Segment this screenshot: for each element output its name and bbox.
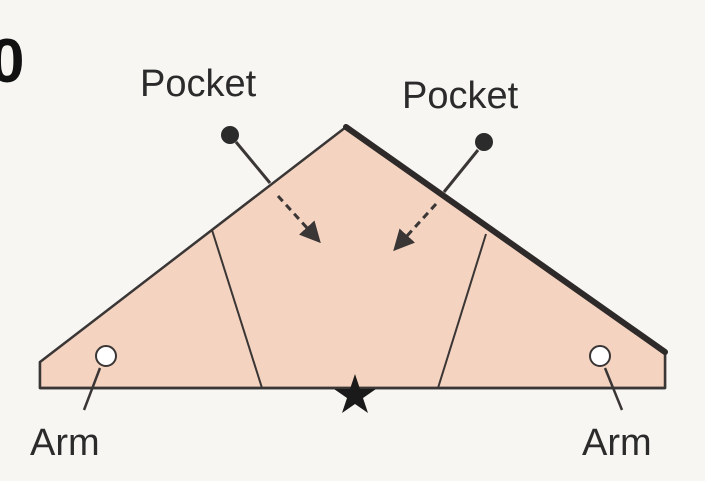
arm-hole-right-icon <box>590 346 610 366</box>
pocket-dot-right-icon <box>475 133 493 151</box>
pocket-label-right: Pocket <box>402 75 519 117</box>
folded-paper-triangle <box>40 127 665 388</box>
step-number: 0 <box>0 27 24 96</box>
arm-label-right: Arm <box>582 422 652 464</box>
arm-label-left: Arm <box>30 422 100 464</box>
arm-hole-left-icon <box>96 346 116 366</box>
pocket-dot-left-icon <box>221 126 239 144</box>
pocket-label-left: Pocket <box>140 63 257 105</box>
